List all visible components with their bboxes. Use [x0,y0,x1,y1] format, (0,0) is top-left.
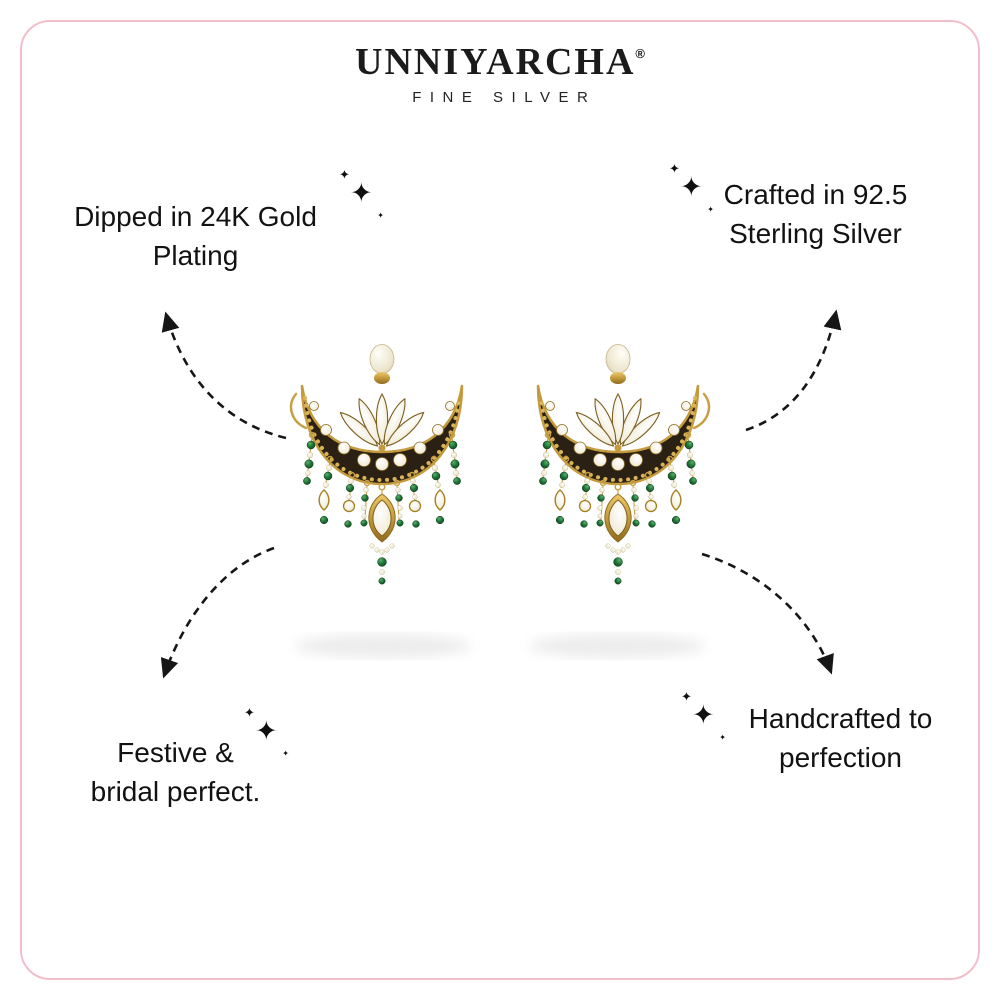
brand-name-row: UNNIYARCHA® [0,40,1000,84]
sparkle-small-icon: ✦ [681,689,692,704]
sparkle-small-icon: ✦ [339,167,350,182]
reflection-left [295,634,471,658]
sparkle-big-icon: ✦ [255,716,278,746]
brand-logo: UNNIYARCHA® FINE SILVER [0,40,1000,106]
sparkle-small-icon: ✦ [244,705,255,720]
sparkle-tiny-icon: ✦ [707,205,714,214]
feature-text-line: Sterling Silver [729,218,902,249]
earring-left [289,342,464,587]
sparkle-tiny-icon: ✦ [282,749,289,758]
feature-gold-plating: Dipped in 24K Gold Plating [38,197,353,275]
earring-right [536,342,711,587]
sparkle-icon: ✦ ✦ ✦ [244,705,289,758]
sparkle-tiny-icon: ✦ [719,733,726,742]
brand-tagline: FINE SILVER [412,89,597,106]
sparkle-small-icon: ✦ [669,161,680,176]
feature-text-line: Handcrafted to [748,703,933,734]
sparkle-big-icon: ✦ [350,178,373,208]
sparkle-icon: ✦ ✦ ✦ [681,689,726,742]
feature-text-line: Dipped in 24K Gold [74,201,317,232]
feature-sterling-silver: Crafted in 92.5 Sterling Silver [658,175,973,253]
sparkle-big-icon: ✦ [692,700,715,730]
sparkle-big-icon: ✦ [680,172,703,202]
sparkle-tiny-icon: ✦ [377,211,384,220]
feature-text-line: Plating [152,240,239,271]
feature-festive-bridal: Festive & bridal perfect. [18,733,333,811]
reflection-right [529,634,705,658]
sparkle-icon: ✦ ✦ ✦ [669,161,714,214]
sparkle-icon: ✦ ✦ ✦ [339,167,384,220]
registered-mark: ® [635,46,645,61]
feature-text-line: bridal perfect. [90,776,261,807]
brand-name: UNNIYARCHA [355,41,636,83]
feature-text-line: perfection [779,742,902,773]
feature-text-line: Crafted in 92.5 [723,179,908,210]
feature-handcrafted: Handcrafted to perfection [683,699,998,777]
feature-text-line: Festive & [117,737,234,768]
